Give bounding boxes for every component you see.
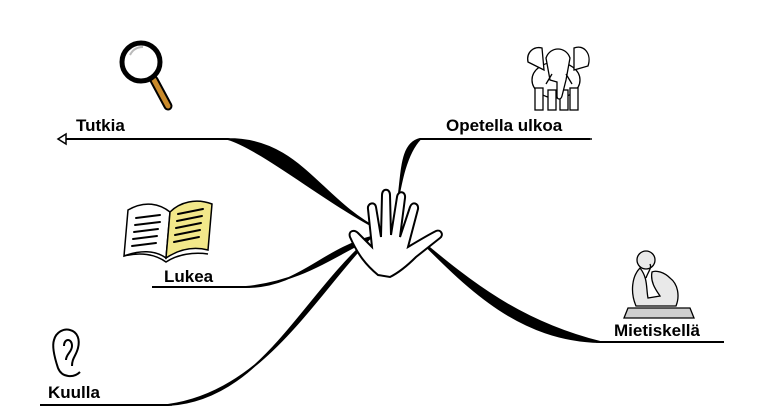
- open-book-icon: [123, 200, 213, 263]
- ear-icon: [52, 328, 81, 378]
- hand-icon: [348, 188, 443, 279]
- branch-label-tutkia[interactable]: Tutkia: [76, 116, 125, 135]
- branch-label-mietiskella[interactable]: Mietiskellä: [614, 321, 700, 340]
- branch-label-opetella-ulkoa[interactable]: Opetella ulkoa: [446, 116, 563, 135]
- branch-label-kuulla[interactable]: Kuulla: [48, 383, 100, 402]
- thinker-statue-icon: [623, 250, 695, 319]
- branch-tutkia: [56, 132, 381, 231]
- magnifying-glass-icon: [119, 40, 173, 111]
- elephant-icon: [527, 46, 590, 111]
- branch-kuulla: [40, 237, 371, 406]
- branch-opetella: [391, 138, 592, 229]
- branch-label-lukea[interactable]: Lukea: [164, 267, 214, 286]
